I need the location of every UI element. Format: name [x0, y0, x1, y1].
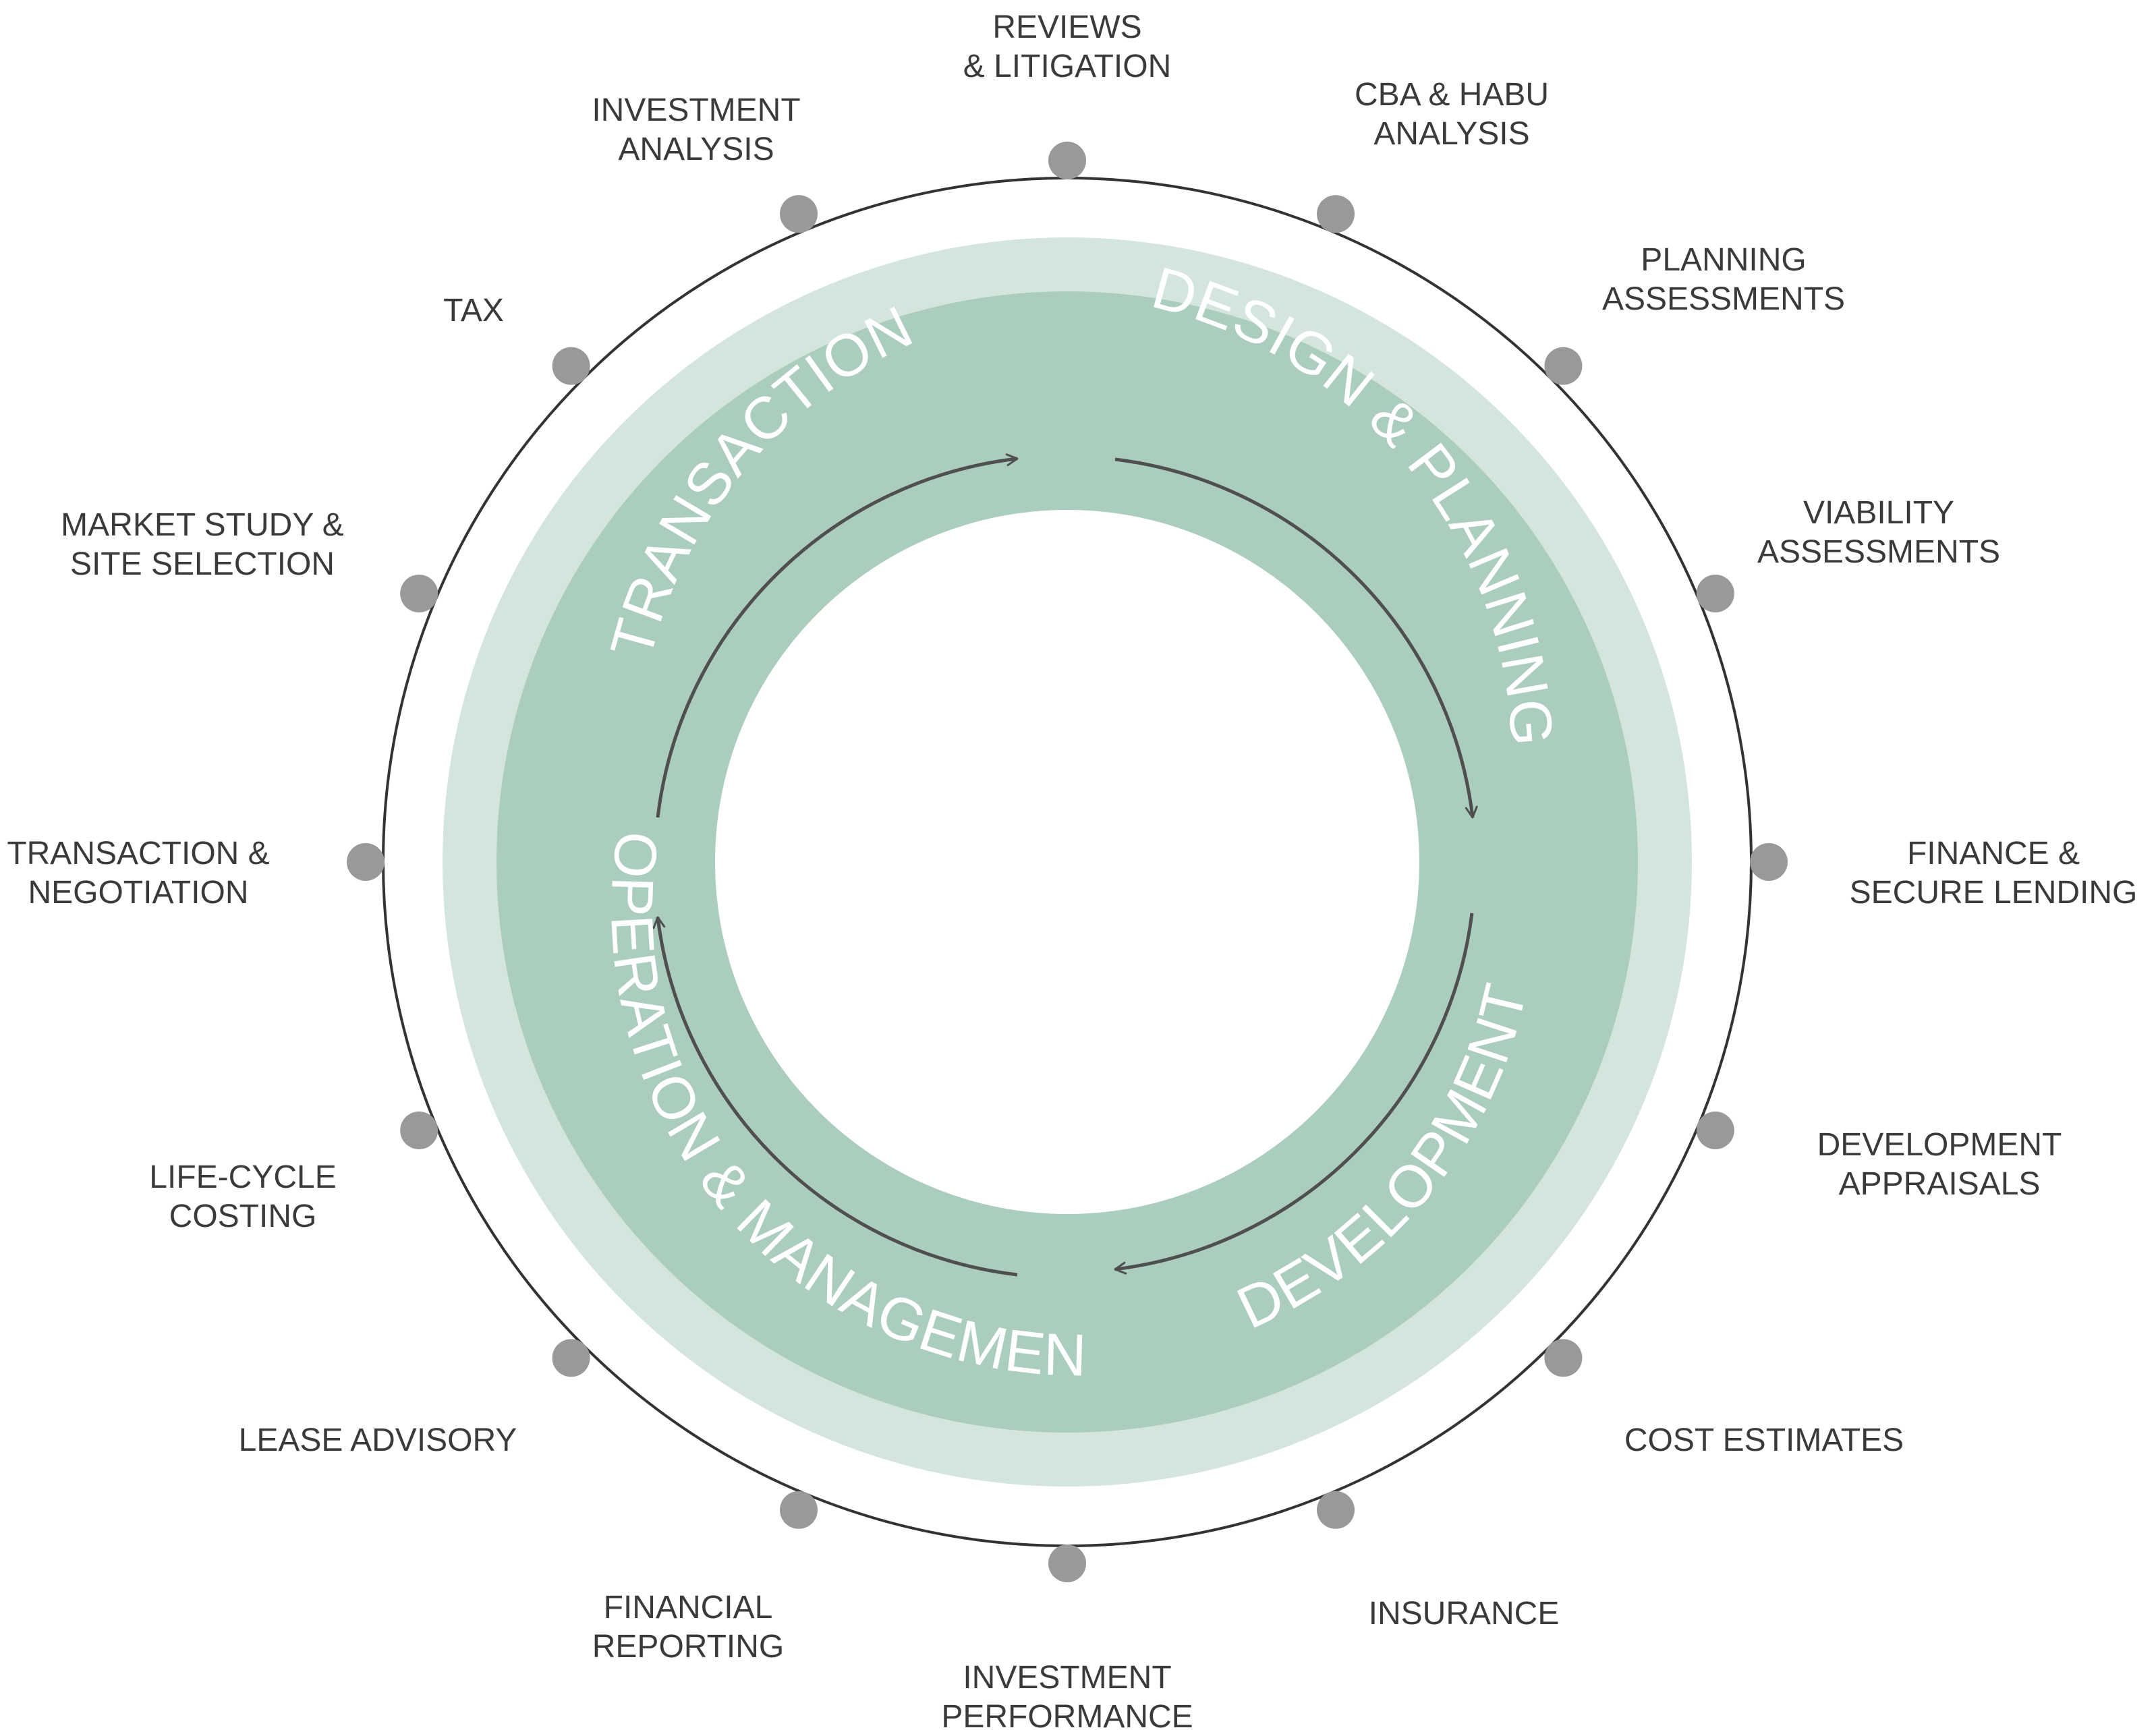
service-label-investment-analysis: INVESTMENT ANALYSIS: [592, 92, 800, 167]
service-label-line: ANALYSIS: [618, 132, 774, 167]
rings: [382, 177, 1753, 1547]
service-label-line: ASSESSMENTS: [1602, 281, 1845, 317]
arrow-transaction-to-design: [1114, 457, 1478, 819]
service-label-line: REPORTING: [592, 1629, 784, 1665]
center-circle: [715, 510, 1419, 1214]
service-label-transaction-and-negotiation: TRANSACTION & NEGOTIATION: [7, 836, 269, 911]
service-label-line: REVIEWS: [992, 9, 1141, 45]
service-dot: [400, 575, 438, 612]
service-label-lease-advisory: LEASE ADVISORY: [239, 1422, 517, 1458]
service-dot: [1750, 843, 1788, 881]
service-label-tax: TAX: [443, 293, 504, 328]
service-label-cost-estimates: COST ESTIMATES: [1624, 1422, 1904, 1458]
service-label-line: APPRAISALS: [1839, 1166, 2041, 1202]
arrow-development-to-operation: [652, 916, 1018, 1277]
service-label-line: VIABILITY: [1803, 495, 1954, 531]
service-node: FINANCE & SECURE LENDING: [1750, 836, 2137, 911]
arrow-operation-to-transaction: [656, 453, 1019, 818]
arrow-design-to-development: [1114, 913, 1474, 1275]
service-label-line: SITE SELECTION: [70, 546, 335, 582]
cycle-arrows: [652, 453, 1478, 1277]
service-dot: [1696, 1112, 1734, 1149]
service-node: LIFE-CYCLE COSTING: [149, 1112, 438, 1234]
service-label-line: MARKET STUDY &: [61, 507, 344, 543]
service-label-line: TAX: [443, 293, 504, 328]
service-label-finance-and-secure-lending: FINANCE & SECURE LENDING: [1850, 836, 2138, 911]
service-dot: [552, 1339, 590, 1377]
service-node: COST ESTIMATES: [1544, 1339, 1904, 1458]
service-label-line: DEVELOPMENT: [1817, 1127, 2062, 1163]
service-label-line: CBA & HABU: [1355, 77, 1549, 113]
service-dot: [1696, 575, 1734, 612]
service-label-line: LEASE ADVISORY: [239, 1422, 517, 1458]
service-label-line: SECURE LENDING: [1850, 875, 2138, 911]
service-label-line: ANALYSIS: [1373, 116, 1529, 152]
service-node: INVESTMENT ANALYSIS: [592, 92, 818, 233]
service-label-market-study-and-site-selection: MARKET STUDY &SITE SELECTION: [61, 507, 344, 582]
service-label-insurance: INSURANCE: [1369, 1596, 1560, 1632]
service-dot: [1317, 195, 1355, 233]
service-label-line: PLANNING: [1641, 242, 1806, 278]
service-dot: [780, 195, 818, 233]
service-node: FINANCIAL REPORTING: [592, 1491, 818, 1665]
service-node: TRANSACTION & NEGOTIATION: [7, 836, 385, 911]
service-label-line: COSTING: [169, 1199, 317, 1234]
service-dot: [400, 1112, 438, 1149]
service-label-reviews-and-litigation: REVIEWS & LITIGATION: [963, 9, 1171, 84]
service-label-line: NEGOTIATION: [28, 875, 248, 911]
service-node: REVIEWS & LITIGATION: [963, 9, 1171, 179]
service-label-line: FINANCIAL: [604, 1590, 773, 1625]
service-dot: [1048, 142, 1086, 179]
service-label-line: PERFORMANCE: [941, 1699, 1193, 1730]
service-dot: [552, 347, 590, 385]
service-label-financial-reporting: FINANCIAL REPORTING: [592, 1590, 784, 1665]
service-label-line: INVESTMENT: [963, 1660, 1171, 1696]
service-label-line: ASSESSMENTS: [1757, 534, 2000, 570]
service-label-line: INVESTMENT: [592, 92, 800, 128]
service-label-line: LIFE-CYCLE: [149, 1159, 336, 1195]
service-dot: [1544, 347, 1583, 385]
service-label-line: FINANCE &: [1907, 836, 2080, 871]
service-label-life-cycle-costing: LIFE-CYCLE COSTING: [149, 1159, 336, 1234]
service-dot: [780, 1491, 818, 1529]
service-node: LEASE ADVISORY: [239, 1339, 590, 1458]
service-label-line: INSURANCE: [1369, 1596, 1560, 1632]
service-node: TAX: [443, 293, 590, 385]
service-node: MARKET STUDY &SITE SELECTION: [61, 507, 438, 612]
service-label-line: & LITIGATION: [963, 49, 1171, 84]
service-dot: [1317, 1491, 1355, 1529]
service-label-line: TRANSACTION &: [7, 836, 269, 871]
service-dot: [1048, 1545, 1086, 1582]
service-label-line: COST ESTIMATES: [1624, 1422, 1904, 1458]
service-dot: [1544, 1339, 1583, 1377]
service-dot: [347, 843, 385, 881]
service-node: INSURANCE: [1317, 1491, 1559, 1632]
